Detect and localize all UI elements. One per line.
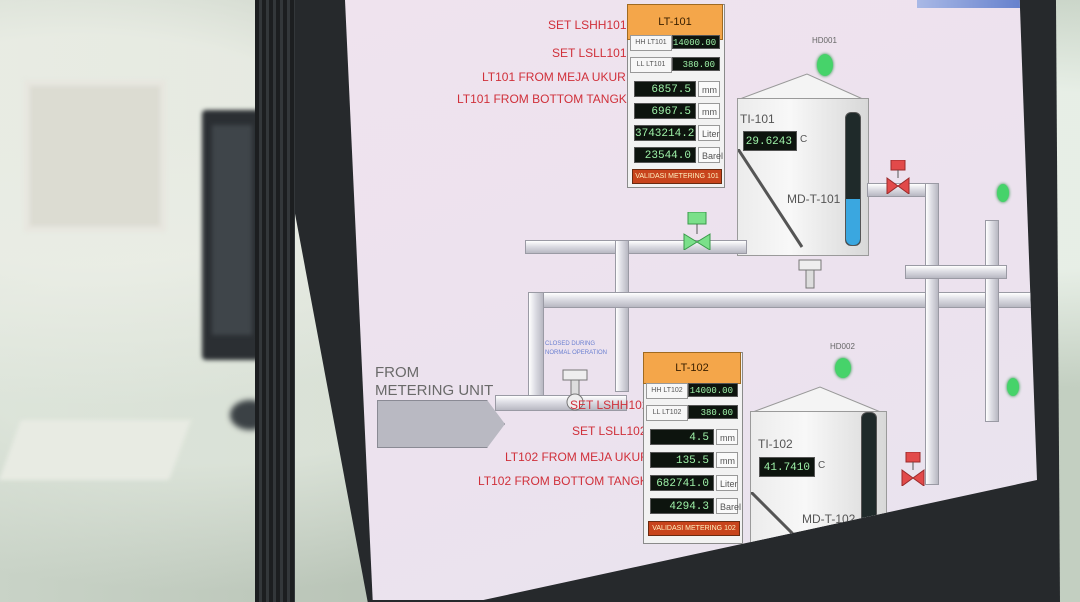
hh-value[interactable]: 14000.00 xyxy=(688,383,738,397)
tank-101-level-bar xyxy=(845,112,861,246)
lt101-meja-value: 6857.5 xyxy=(634,81,696,97)
ti-label: TI-101 xyxy=(740,112,775,126)
unit: mm xyxy=(716,429,738,445)
ti-label: TI-102 xyxy=(758,437,793,451)
lt102-liter-value: 682741.0 xyxy=(650,475,714,491)
wall-picture xyxy=(24,80,166,232)
tank-101-level-fill xyxy=(846,198,860,245)
lt102-meja-value: 4.5 xyxy=(650,429,714,445)
unit: Liter xyxy=(698,125,720,141)
hh-label: HH LT102 xyxy=(646,383,688,399)
label-lt102-bottom: LT102 FROM BOTTOM TANGKI xyxy=(478,474,652,488)
pipe xyxy=(985,220,999,422)
background-monitor-screen xyxy=(212,125,252,335)
desk-paper xyxy=(0,420,191,480)
tank-102-level-bar xyxy=(861,412,877,532)
ti-101-value: 29.6243 xyxy=(743,131,797,151)
unit: mm xyxy=(716,452,738,468)
unit: mm xyxy=(698,81,720,97)
ll-label: LL LT101 xyxy=(630,57,672,73)
pipe xyxy=(905,265,1007,279)
pipe xyxy=(528,292,1037,308)
valve-icon[interactable] xyxy=(900,452,926,486)
hh-value[interactable]: 14000.00 xyxy=(672,35,720,49)
unit: mm xyxy=(698,103,720,119)
validasi-metering-102-button[interactable]: VALIDASI METERING 102 xyxy=(648,521,740,536)
validasi-metering-101-button[interactable]: VALIDASI METERING 101 xyxy=(632,169,722,184)
lt102-title: LT-102 xyxy=(643,352,741,384)
label-set-lshh102: SET LSHH102 xyxy=(570,398,649,412)
pipe xyxy=(925,183,939,485)
tank-tag: HD002 xyxy=(830,342,855,351)
lt101-bottom-value: 6967.5 xyxy=(634,103,696,119)
ti-102-value: 41.7410 xyxy=(759,457,815,477)
status-indicator xyxy=(835,358,851,378)
inlet-arrow xyxy=(377,400,505,448)
lt102-panel: LT-102 HH LT102 14000.00 LL LT102 380.00… xyxy=(643,352,743,544)
ll-value[interactable]: 380.00 xyxy=(672,57,720,71)
status-indicator xyxy=(997,184,1009,202)
lt102-bottom-value: 135.5 xyxy=(650,452,714,468)
pipe xyxy=(615,240,629,392)
ti-unit: C xyxy=(818,460,826,471)
status-indicator xyxy=(817,54,833,76)
manual-valve-icon[interactable] xyxy=(795,258,825,298)
label-set-lshh101: SET LSHH101 xyxy=(548,18,627,32)
status-indicator xyxy=(1007,378,1019,396)
monitor-side-vents xyxy=(255,0,295,602)
manual-valve-icon[interactable] xyxy=(557,360,593,412)
unit: Barel xyxy=(698,147,723,163)
valve-icon[interactable] xyxy=(682,212,712,250)
tank-tag: HD001 xyxy=(812,36,837,45)
label-lt102-meja: LT102 FROM MEJA UKUR xyxy=(505,450,649,464)
valve-icon[interactable] xyxy=(885,160,911,194)
unit: Liter xyxy=(716,475,738,491)
ll-value[interactable]: 380.00 xyxy=(688,405,738,419)
title-bar xyxy=(917,0,1037,8)
hmi-screen: SET LSHH101 SET LSLL101 LT101 FROM MEJA … xyxy=(345,0,1037,600)
unit: Barel xyxy=(716,498,741,514)
label-lt101-bottom: LT101 FROM BOTTOM TANGKI xyxy=(457,92,631,106)
label-set-lsll101: SET LSLL101 xyxy=(552,46,627,60)
pipe xyxy=(495,395,627,411)
lt102-barel-value: 4294.3 xyxy=(650,498,714,514)
label-lt101-meja: LT101 FROM MEJA UKUR xyxy=(482,70,626,84)
lt101-panel: LT-101 HH LT101 14000.00 LL LT101 380.00… xyxy=(627,4,725,188)
tank-name: MD-T-101 xyxy=(787,192,841,206)
label-set-lsll102: SET LSLL102 xyxy=(572,424,647,438)
pipe xyxy=(525,240,747,254)
ti-unit: C xyxy=(800,134,808,145)
hh-label: HH LT101 xyxy=(630,35,672,51)
lt101-barel-value: 23544.0 xyxy=(634,147,696,163)
pipe xyxy=(528,292,544,404)
ll-label: LL LT102 xyxy=(646,405,688,421)
lt101-liter-value: 3743214.2 xyxy=(634,125,696,141)
